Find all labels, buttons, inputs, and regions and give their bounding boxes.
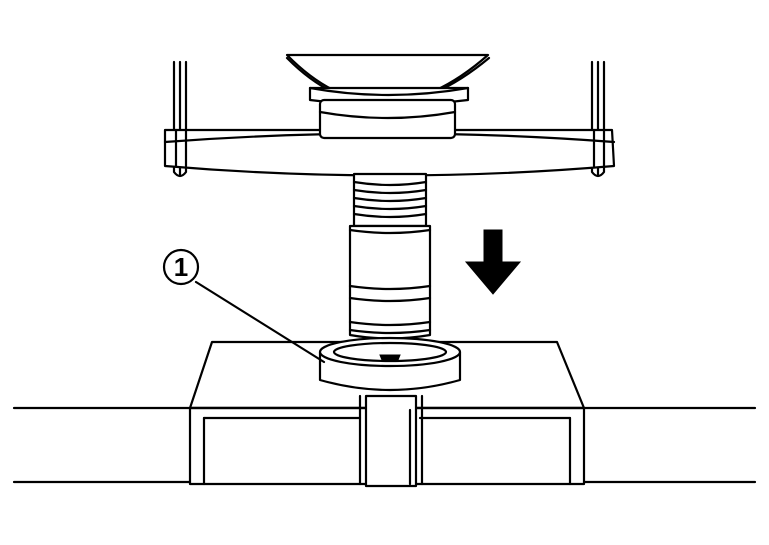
shaft — [358, 394, 424, 488]
down-arrow-icon — [464, 229, 522, 295]
pusher-adapter — [348, 224, 432, 340]
bearing-part-1 — [318, 336, 462, 392]
crossbar — [163, 98, 616, 177]
callout-1-label: 1 — [174, 252, 188, 282]
rail-left — [12, 406, 192, 484]
threaded-spindle — [352, 172, 428, 228]
rail-right — [582, 406, 757, 484]
puller-body — [285, 53, 491, 107]
callout-1: 1 — [162, 248, 326, 364]
